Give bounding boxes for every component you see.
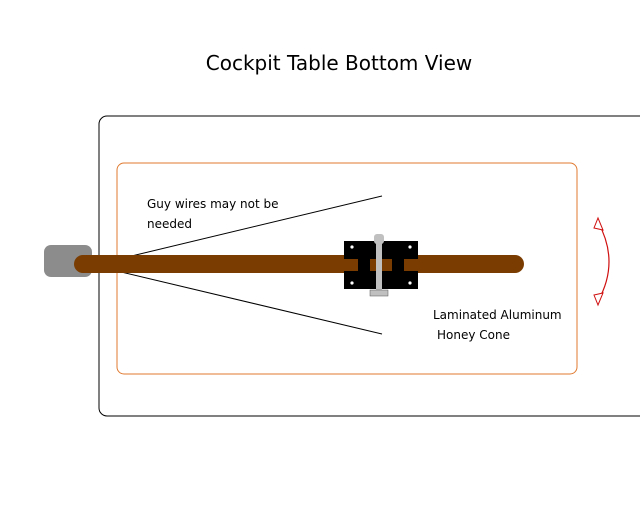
bracket-hole <box>350 245 354 249</box>
diagram-title: Cockpit Table Bottom View <box>206 51 472 75</box>
bracket-hole <box>350 281 354 285</box>
bolt-shaft <box>376 243 382 291</box>
guy-wire-lower <box>95 265 383 335</box>
bracket-clamp-right <box>392 253 404 275</box>
rotation-arrow <box>593 216 610 307</box>
guy-wire-upper <box>118 195 383 260</box>
bracket-hole <box>408 281 412 285</box>
rotation-arc <box>597 221 610 302</box>
hinge-bracket <box>344 234 418 297</box>
bolt-head <box>374 234 384 244</box>
guy-wires-note-line2: needed <box>147 217 192 231</box>
guy-wires-note-line1: Guy wires may not be <box>147 197 279 211</box>
bracket-clamp-left <box>358 253 370 275</box>
material-note-line2: Honey Cone <box>437 328 510 342</box>
arrowhead-up-icon <box>593 216 604 231</box>
arrowhead-down-icon <box>593 292 604 307</box>
material-note-line1: Laminated Aluminum <box>433 308 562 322</box>
bracket-hole <box>408 245 412 249</box>
bolt-nut <box>369 289 389 297</box>
